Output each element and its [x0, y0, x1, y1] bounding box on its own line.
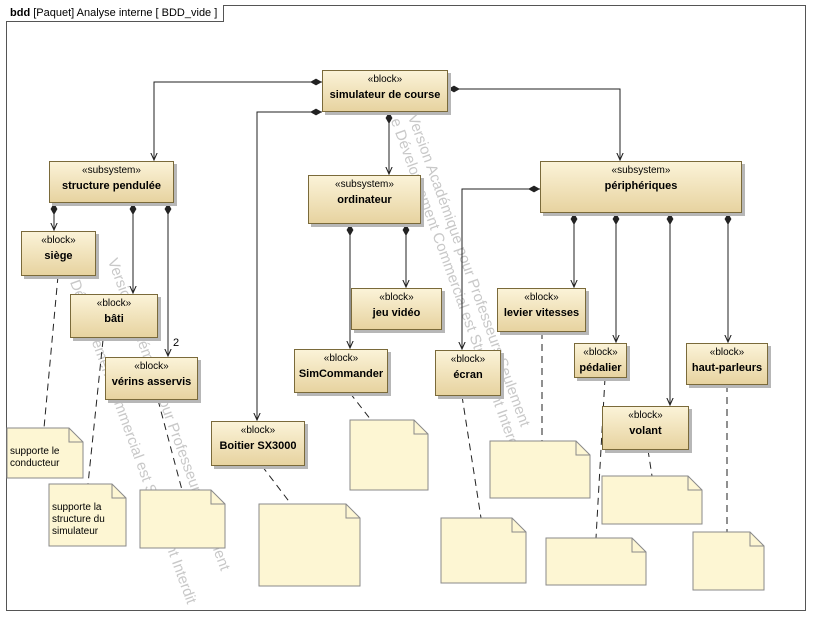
- stereotype: «block»: [379, 292, 414, 303]
- stereotype: «block»: [628, 410, 663, 421]
- note-levier: [489, 440, 591, 499]
- block-siege[interactable]: «block» siège: [21, 231, 96, 276]
- anchor-simcommander: [349, 392, 372, 421]
- frame-kind: bdd: [10, 7, 31, 19]
- note-simcommander: [349, 419, 429, 491]
- block-jeu-video[interactable]: «block» jeu vidéo: [351, 288, 442, 330]
- note-siege-text: supporte le conducteur: [10, 446, 60, 469]
- block-bati[interactable]: «block» bâti: [70, 294, 158, 338]
- note-pedalier: [545, 537, 647, 586]
- stereotype: «block»: [323, 353, 359, 364]
- stereotype: «block»: [41, 235, 76, 246]
- block-name: vérins asservis: [111, 376, 192, 388]
- note-hautparleurs: [692, 531, 765, 591]
- block-pedalier[interactable]: «block» pédalier: [574, 343, 627, 378]
- block-name: ordinateur: [337, 194, 392, 206]
- stereotype: «block»: [240, 425, 276, 436]
- diagram-frame: [6, 5, 806, 611]
- block-name: structure pendulée: [61, 180, 162, 192]
- block-haut-parleurs[interactable]: «block» haut-parleurs: [686, 343, 768, 385]
- stereotype: «block»: [583, 347, 618, 358]
- anchor-siege: [43, 275, 59, 429]
- block-volant[interactable]: «block» volant: [602, 406, 689, 450]
- note-boitier: [258, 503, 361, 587]
- anchor-bati: [87, 339, 104, 485]
- multiplicity-verins: 2: [173, 337, 180, 349]
- stereotype: «subsystem»: [335, 179, 394, 190]
- block-name: levier vitesses: [503, 307, 580, 319]
- block-simulateur[interactable]: «block» simulateur de course: [322, 70, 448, 112]
- stereotype: «block»: [367, 74, 403, 85]
- block-name: jeu vidéo: [372, 307, 421, 319]
- block-structure-pendulee[interactable]: «subsystem» structure pendulée: [49, 161, 174, 203]
- stereotype: «block»: [96, 298, 132, 309]
- stereotype: «block»: [134, 361, 169, 372]
- frame-header: bdd [Paquet] Analyse interne [ BDD_vide …: [6, 5, 225, 22]
- block-name: écran: [453, 369, 483, 381]
- stereotype: «block»: [450, 354, 486, 365]
- edge-simulateur-structure: [154, 82, 322, 160]
- block-name: périphériques: [604, 180, 678, 192]
- note-siege: [6, 427, 84, 479]
- note-ecran: [440, 517, 527, 584]
- block-peripheriques[interactable]: «subsystem» périphériques: [540, 161, 742, 213]
- block-levier-vitesses[interactable]: «block» levier vitesses: [497, 288, 586, 332]
- block-verins-asservis[interactable]: «block» vérins asservis: [105, 357, 198, 400]
- note-bati: [48, 483, 127, 547]
- block-name: siège: [44, 250, 73, 262]
- block-name: volant: [629, 425, 662, 437]
- edge-simulateur-peripheriques: [448, 89, 620, 160]
- block-simcommander[interactable]: «block» SimCommander: [294, 349, 388, 393]
- edge-peripheriques-ecran: [462, 189, 540, 349]
- anchor-verins: [157, 399, 183, 491]
- stereotype: «subsystem»: [611, 165, 671, 176]
- stereotype: «block»: [524, 292, 559, 303]
- block-name: bâti: [104, 313, 124, 325]
- note-bati-text: supporte la structure du simulateur: [52, 502, 105, 537]
- block-name: simulateur de course: [329, 89, 441, 101]
- edge-simulateur-boitier: [257, 112, 322, 420]
- stereotype: «subsystem»: [82, 165, 141, 176]
- note-volant: [601, 475, 703, 525]
- note-verins: [139, 489, 226, 549]
- block-ordinateur[interactable]: «subsystem» ordinateur: [308, 175, 421, 224]
- anchor-ecran: [461, 395, 482, 519]
- frame-label: [Paquet] Analyse interne [ BDD_vide ]: [33, 7, 218, 19]
- block-boitier-sx3000[interactable]: «block» Boitier SX3000: [211, 421, 305, 466]
- block-name: pédalier: [579, 362, 622, 374]
- anchor-pedalier: [595, 377, 606, 539]
- anchor-volant: [647, 449, 653, 477]
- anchor-boitier: [261, 465, 292, 505]
- block-name: Boitier SX3000: [219, 440, 297, 452]
- block-name: haut-parleurs: [691, 362, 763, 374]
- block-ecran[interactable]: «block» écran: [435, 350, 501, 396]
- stereotype: «block»: [709, 347, 745, 358]
- block-name: SimCommander: [298, 368, 384, 380]
